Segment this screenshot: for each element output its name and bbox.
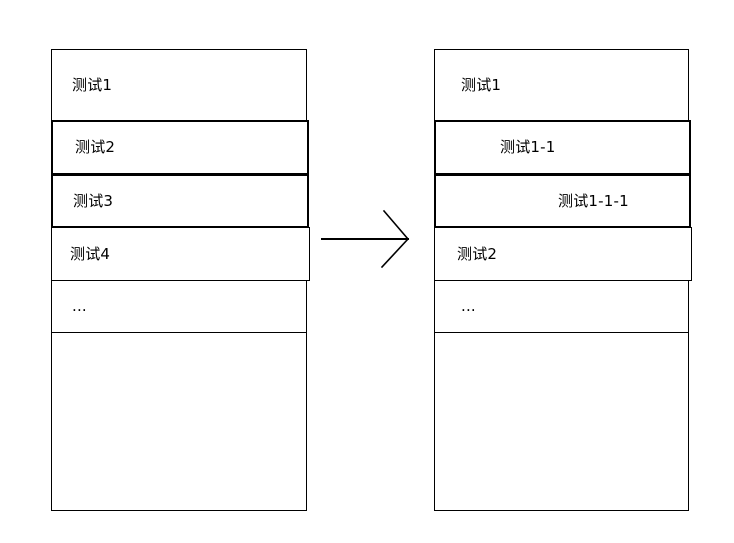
list-item-label: ... [72, 297, 87, 315]
tree-item-level-0[interactable]: 测试1 [434, 49, 689, 121]
after-panel: 测试1 测试1-1 测试1-1-1 测试2 ... [434, 49, 692, 511]
tree-item-label: ... [461, 297, 476, 315]
list-item[interactable]: 测试4 [51, 227, 308, 281]
arrow-right-icon [321, 209, 410, 269]
tree-item-label: 测试2 [457, 244, 498, 263]
transformation-arrow [316, 205, 416, 275]
list-item-label: 测试4 [70, 244, 111, 263]
list-item[interactable]: 测试3 [51, 174, 309, 228]
list-item-ellipsis[interactable]: ... [51, 280, 307, 333]
before-panel: 测试1 测试2 测试3 测试4 ... [51, 49, 310, 511]
tree-item-level-2[interactable]: 测试1-1-1 [434, 174, 691, 228]
tree-item-level-1[interactable]: 测试1-1 [434, 120, 691, 175]
list-item[interactable]: 测试2 [51, 120, 309, 175]
list-item-label: 测试1 [72, 75, 113, 94]
list-item-label: 测试3 [73, 191, 114, 210]
tree-item-label: 测试1-1 [500, 138, 556, 156]
row-edge-sliver [305, 227, 310, 281]
list-item[interactable]: 测试1 [51, 49, 307, 121]
tree-item-label: 测试1 [461, 75, 502, 94]
row-edge-sliver [687, 227, 692, 281]
list-item-label: 测试2 [75, 138, 116, 156]
tree-item-ellipsis[interactable]: ... [434, 280, 689, 333]
tree-item-level-0[interactable]: 测试2 [434, 227, 690, 281]
tree-item-label: 测试1-1-1 [558, 191, 629, 210]
